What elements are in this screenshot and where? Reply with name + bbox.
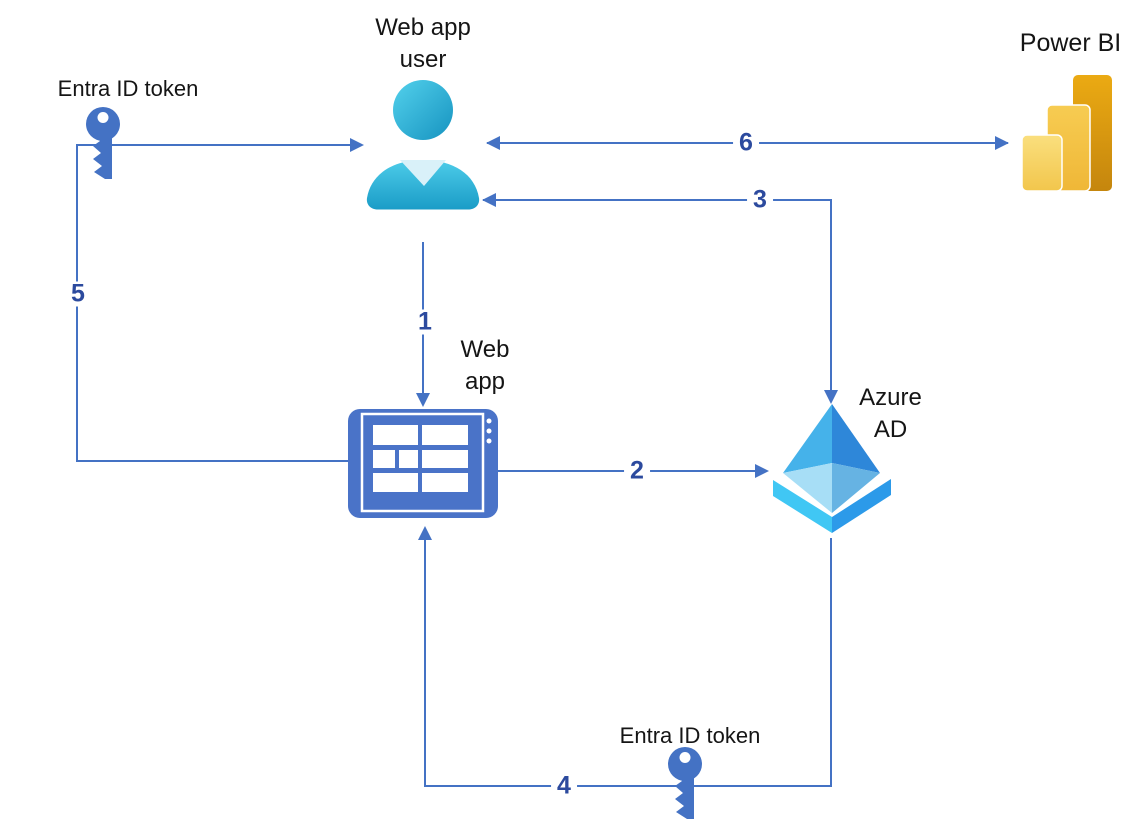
user-icon — [366, 80, 480, 210]
arrowhead-right-icon — [755, 464, 769, 478]
arrowhead-down-icon — [824, 390, 838, 404]
power-bi-logo — [1021, 75, 1112, 192]
web-app-user-label: Web app user — [375, 14, 471, 73]
connector-3-vertical — [830, 199, 832, 391]
connector-4-bottom — [424, 785, 832, 787]
step-number-4: 4 — [551, 773, 577, 799]
entra-id-token-top-label: Entra ID token — [57, 76, 199, 101]
azure-ad-label: Azure AD — [859, 384, 922, 443]
step-number-6: 6 — [733, 130, 759, 156]
key-icon — [668, 747, 702, 819]
arrowhead-up-icon — [418, 526, 432, 540]
step-number-1: 1 — [412, 309, 438, 335]
power-bi-label: Power BI — [1019, 29, 1122, 57]
web-app-icon — [348, 409, 498, 518]
arrowhead-left-icon — [486, 136, 500, 150]
connector-5-top — [76, 144, 351, 146]
connector-5-bottom — [76, 460, 350, 462]
arrowhead-right-icon — [350, 138, 364, 152]
step-number-2: 2 — [624, 458, 650, 484]
arrowhead-right-icon — [995, 136, 1009, 150]
connector-4-right — [830, 538, 832, 787]
connector-3-horizontal — [483, 199, 831, 201]
arrowhead-down-icon — [416, 393, 430, 407]
arrowhead-left-icon — [482, 193, 496, 207]
connector-4-left — [424, 540, 426, 786]
step-number-3: 3 — [747, 187, 773, 213]
key-icon — [86, 107, 120, 179]
web-app-label: Web app — [460, 336, 510, 395]
step-number-5: 5 — [65, 281, 91, 307]
entra-id-token-bottom-label: Entra ID token — [619, 723, 761, 748]
azure-ad-icon — [773, 404, 891, 533]
